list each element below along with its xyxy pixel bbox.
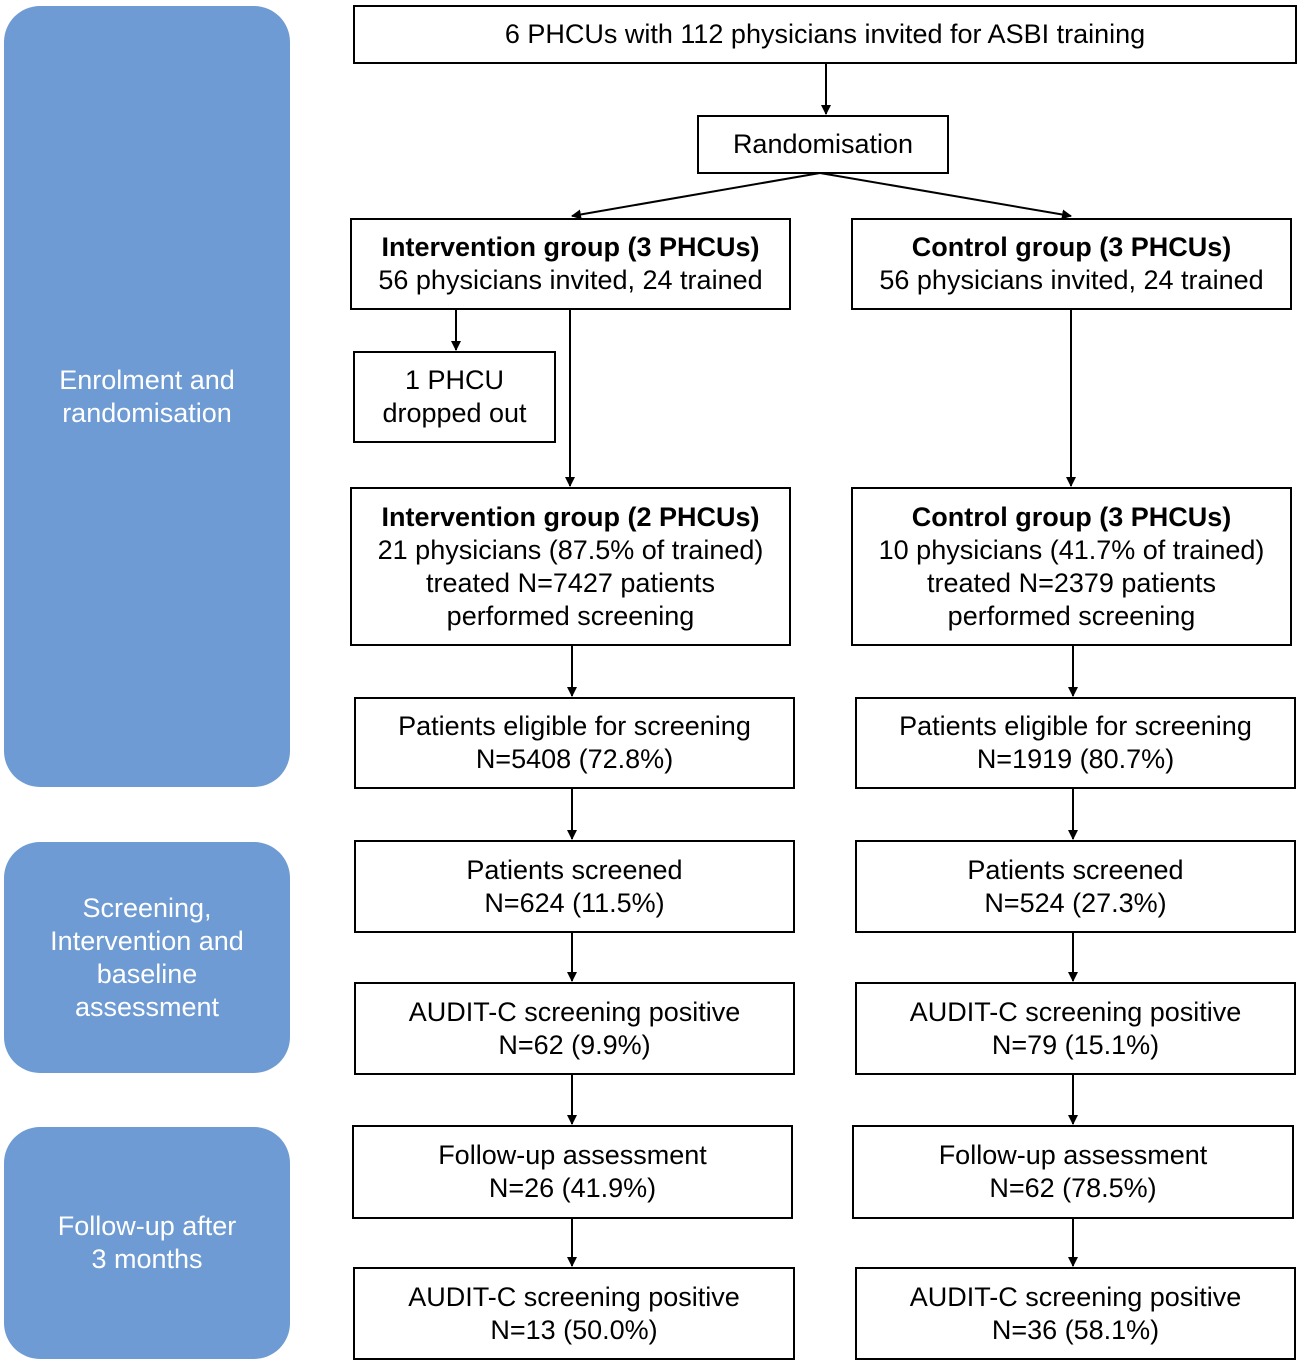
intervention-group-box: Intervention group (3 PHCUs) 56 physicia… xyxy=(350,218,791,310)
randomisation-text: Randomisation xyxy=(732,129,914,159)
invited-box: 6 PHCUs with 112 physicians invited for … xyxy=(353,5,1297,64)
intervention-group2-title: Intervention group (2 PHCUs) xyxy=(381,501,760,532)
control-followup-line-1: Follow-up assessment xyxy=(938,1140,1208,1170)
control-screened-line-1: Patients screened xyxy=(967,854,1184,885)
control-audit2-box: AUDIT-C screening positive N=36 (58.1%) xyxy=(855,1267,1296,1360)
control-group-box: Control group (3 PHCUs) 56 physicians in… xyxy=(851,218,1292,310)
control-audit2-line-1: AUDIT-C screening positive xyxy=(909,1281,1242,1312)
intervention-eligible-line-1: Patients eligible for screening xyxy=(398,711,751,741)
intervention-followup-box: Follow-up assessment N=26 (41.9%) xyxy=(352,1125,793,1219)
control-eligible-line-2: N=1919 (80.7%) xyxy=(976,744,1175,774)
intervention-screened-line-1: Patients screened xyxy=(466,854,683,885)
control-eligible-line-1: Patients eligible for screening xyxy=(899,711,1252,741)
control-group2-title: Control group (3 PHCUs) xyxy=(911,501,1232,532)
control-group2-line-2: treated N=2379 patients xyxy=(927,567,1216,598)
control-group2-line-1: 10 physicians (41.7% of trained) xyxy=(878,534,1265,565)
intervention-group-sub: 56 physicians invited, 24 trained xyxy=(378,265,763,295)
control-group2-line-3: performed screening xyxy=(947,600,1196,631)
phase-followup-label: Follow-up after 3 months xyxy=(57,1211,237,1274)
intervention-group2-line-2: treated N=7427 patients xyxy=(426,567,715,598)
intervention-audit2-box: AUDIT-C screening positive N=13 (50.0%) xyxy=(353,1267,795,1360)
dropout-line-1: 1 PHCU xyxy=(404,365,505,395)
intervention-audit-box: AUDIT-C screening positive N=62 (9.9%) xyxy=(354,982,795,1075)
control-screened-box: Patients screened N=524 (27.3%) xyxy=(855,840,1296,933)
control-followup-box: Follow-up assessment N=62 (78.5%) xyxy=(852,1125,1294,1219)
intervention-screened-line-2: N=624 (11.5%) xyxy=(484,887,665,918)
control-group-sub: 56 physicians invited, 24 trained xyxy=(879,265,1264,295)
control-screened-line-2: N=524 (27.3%) xyxy=(984,887,1167,918)
intervention-group2-box: Intervention group (2 PHCUs) 21 physicia… xyxy=(350,487,791,646)
arrow-randomisation-to-intervention xyxy=(571,172,821,220)
intervention-group2-line-1: 21 physicians (87.5% of trained) xyxy=(377,534,764,565)
arrow-randomisation-to-control xyxy=(819,172,1072,220)
dropout-box: 1 PHCU dropped out xyxy=(353,351,556,443)
control-audit-line-2: N=79 (15.1%) xyxy=(991,1029,1160,1060)
phase-enrolment: Enrolment and randomisation xyxy=(4,6,290,787)
phase-screening-label: Screening, Intervention and baseline ass… xyxy=(50,892,244,1022)
control-group2-box: Control group (3 PHCUs) 10 physicians (4… xyxy=(851,487,1292,646)
intervention-eligible-box: Patients eligible for screening N=5408 (… xyxy=(354,697,795,789)
intervention-audit2-line-1: AUDIT-C screening positive xyxy=(408,1281,740,1312)
intervention-group2-line-3: performed screening xyxy=(446,600,695,631)
intervention-screened-box: Patients screened N=624 (11.5%) xyxy=(354,840,795,933)
control-audit2-line-2: N=36 (58.1%) xyxy=(991,1314,1160,1345)
intervention-eligible-line-2: N=5408 (72.8%) xyxy=(475,744,674,774)
dropout-line-2: dropped out xyxy=(382,398,527,428)
control-followup-line-2: N=62 (78.5%) xyxy=(989,1173,1157,1203)
intervention-group-title: Intervention group (3 PHCUs) xyxy=(381,232,760,262)
control-eligible-box: Patients eligible for screening N=1919 (… xyxy=(855,697,1296,789)
phase-enrolment-label: Enrolment and randomisation xyxy=(59,364,235,428)
intervention-audit-line-1: AUDIT-C screening positive xyxy=(408,996,741,1027)
randomisation-box: Randomisation xyxy=(697,115,949,174)
phase-screening: Screening, Intervention and baseline ass… xyxy=(4,842,290,1073)
phase-followup: Follow-up after 3 months xyxy=(4,1127,290,1359)
intervention-followup-line-2: N=26 (41.9%) xyxy=(488,1173,657,1203)
intervention-audit-line-2: N=62 (9.9%) xyxy=(498,1029,651,1060)
intervention-followup-line-1: Follow-up assessment xyxy=(438,1140,707,1170)
control-audit-box: AUDIT-C screening positive N=79 (15.1%) xyxy=(855,982,1296,1075)
control-audit-line-1: AUDIT-C screening positive xyxy=(909,996,1242,1027)
invited-text: 6 PHCUs with 112 physicians invited for … xyxy=(504,19,1146,49)
intervention-audit2-line-2: N=13 (50.0%) xyxy=(490,1314,658,1345)
control-group-title: Control group (3 PHCUs) xyxy=(911,232,1232,262)
